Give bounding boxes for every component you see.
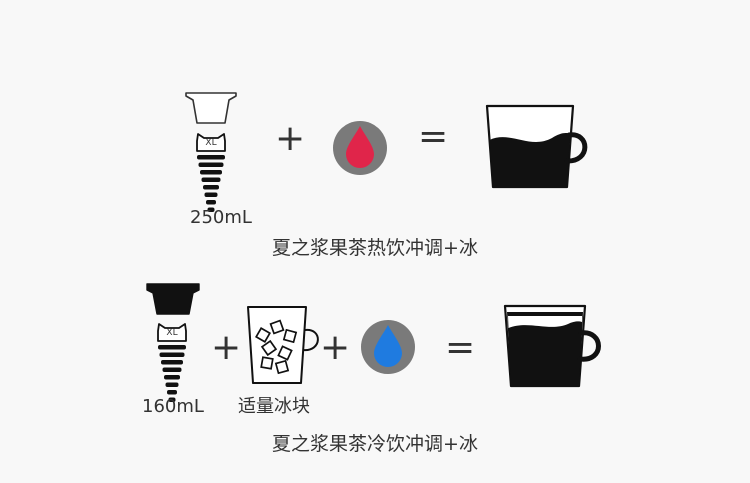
hot-water-drop-icon	[333, 121, 387, 175]
plus-sign: +	[275, 118, 306, 159]
cup-size-label: XL	[205, 138, 217, 148]
volume-spring-icon	[197, 155, 225, 212]
equals-sign: =	[445, 327, 476, 368]
cold-drink-mug-icon	[503, 304, 601, 388]
hot-recipe-caption: 夏之浆果茶热饮冲调+冰	[272, 237, 478, 259]
capsule-icon	[146, 283, 200, 315]
capsule-outline-icon	[185, 92, 237, 124]
water-volume-label: 160mL	[142, 396, 204, 417]
ice-amount-label: 适量冰块	[238, 396, 310, 417]
equals-sign: =	[418, 116, 449, 157]
plus-sign: +	[320, 327, 351, 368]
cup-size-label: XL	[166, 328, 178, 338]
plus-sign: +	[211, 327, 242, 368]
volume-spring-icon	[158, 345, 186, 402]
cold-recipe-caption: 夏之浆果茶冷饮冲调+冰	[272, 433, 478, 455]
cold-water-drop-icon	[361, 320, 415, 374]
water-volume-label: 250mL	[190, 207, 252, 228]
hot-drink-mug-icon	[485, 104, 588, 189]
ice-glass-icon	[247, 306, 319, 384]
